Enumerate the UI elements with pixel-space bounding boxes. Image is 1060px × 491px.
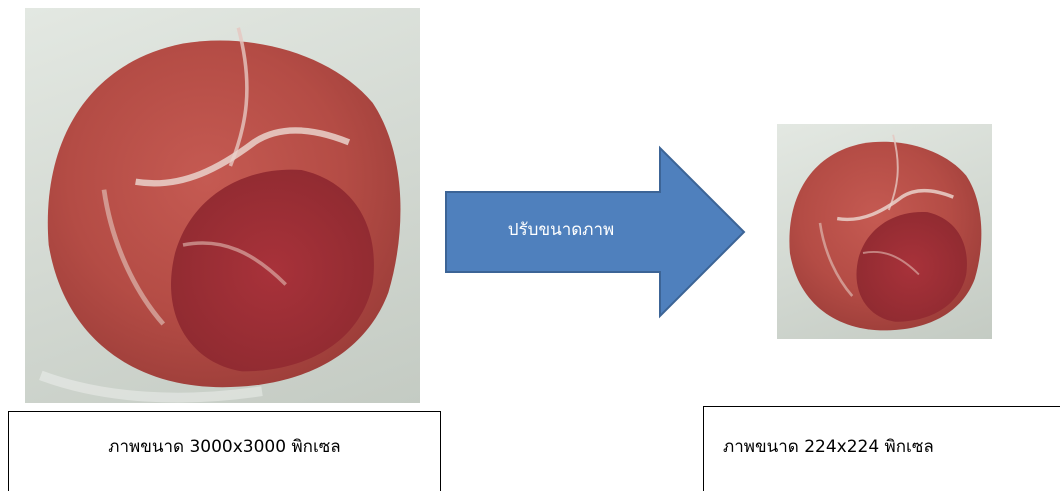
- original-size-label: ภาพขนาด 3000x3000 พิกเซล: [108, 437, 340, 457]
- meat-photo-small: [777, 124, 992, 339]
- resize-arrow: ปรับขนาดภาพ: [444, 146, 746, 318]
- arrow-label: ปรับขนาดภาพ: [456, 210, 666, 250]
- resized-image-caption: ภาพขนาด 224x224 พิกเซล: [703, 406, 1060, 491]
- resized-size-label: ภาพขนาด 224x224 พิกเซล: [723, 437, 934, 457]
- original-image: [25, 8, 420, 403]
- resized-image: [777, 124, 992, 339]
- original-image-caption: ภาพขนาด 3000x3000 พิกเซล: [8, 411, 441, 491]
- meat-photo-large: [25, 8, 420, 403]
